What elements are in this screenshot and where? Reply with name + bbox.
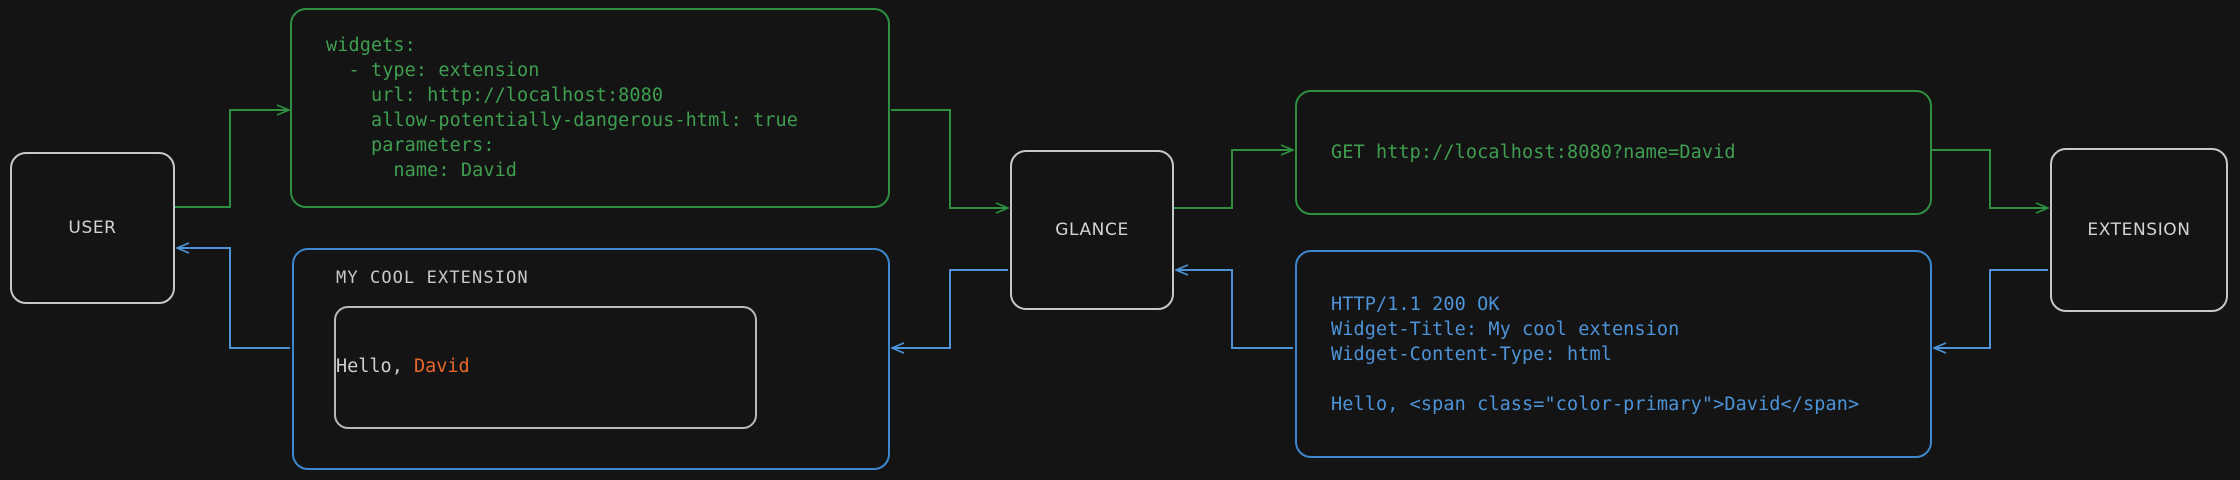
panel-yaml-config: widgets: - type: extension url: http://l… [290,8,890,208]
wire-extension-to-response [1934,269,2048,348]
wire-config-to-glance [891,109,1008,208]
wire-widget-to-user [177,248,290,349]
greeting-name: David [413,356,470,377]
rendered-widget-title: MY COOL EXTENSION [336,268,529,288]
panel-http-response: HTTP/1.1 200 OK Widget-Title: My cool ex… [1295,250,1932,458]
panel-http-request: GET http://localhost:8080?name=David [1295,90,1932,215]
node-user[interactable]: USER [10,152,175,304]
node-extension[interactable]: EXTENSION [2050,148,2228,312]
node-glance[interactable]: GLANCE [1010,150,1174,310]
greeting-prefix: Hello, [336,356,414,377]
wire-response-to-glance [1176,270,1293,349]
http-request-text: GET http://localhost:8080?name=David [1331,142,1736,163]
wire-request-to-extension [1932,149,2048,208]
rendered-widget-greeting: Hello, David [336,356,470,377]
node-user-label: USER [68,218,117,238]
http-response-text: HTTP/1.1 200 OK Widget-Title: My cool ex… [1331,293,1860,415]
wire-glance-to-widget [892,269,1008,348]
node-glance-label: GLANCE [1055,220,1129,240]
wire-glance-to-request [1174,150,1293,209]
panel-rendered-widget: MY COOL EXTENSION Hello, David [292,248,890,470]
node-extension-label: EXTENSION [2087,220,2191,240]
yaml-config-text: widgets: - type: extension url: http://l… [326,35,798,181]
rendered-widget-card [334,306,757,429]
wire-user-to-config [175,110,289,208]
